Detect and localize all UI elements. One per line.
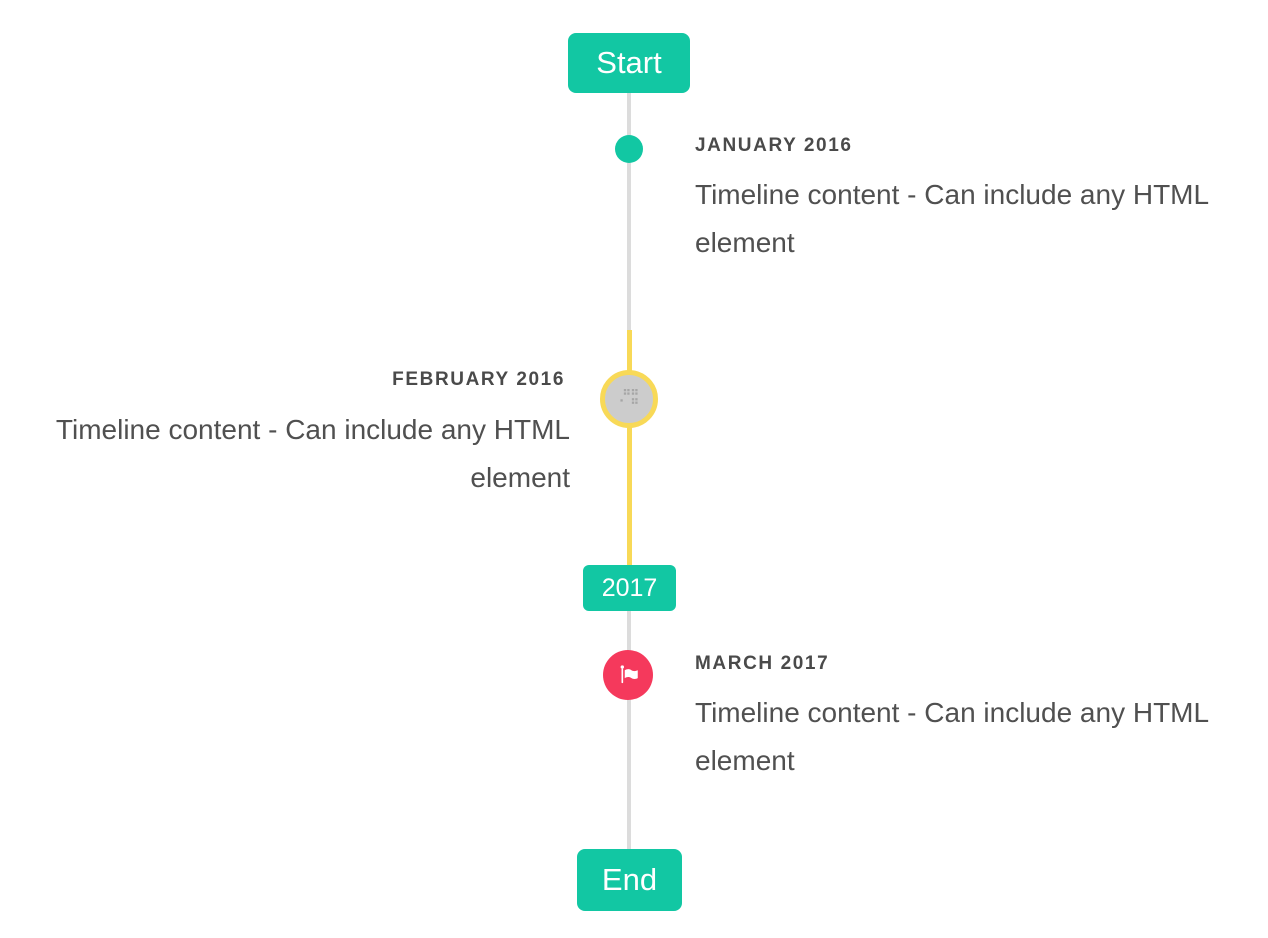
broken-image-icon (619, 388, 639, 410)
timeline-line-highlight-segment (626, 330, 632, 566)
event-flag-bullet[interactable] (603, 650, 653, 700)
event-title-february-2016: FEBRUARY 2016 (392, 369, 565, 390)
event-image-bullet[interactable] (600, 370, 658, 428)
year-2017-badge[interactable]: 2017 (583, 565, 676, 611)
event-content-february-2016: Timeline content - Can include any HTML … (55, 414, 570, 493)
event-title-january-2016: JANUARY 2016 (695, 135, 853, 156)
end-badge[interactable]: End (577, 849, 682, 911)
event-title-march-2017: MARCH 2017 (695, 653, 830, 674)
event-dot-bullet[interactable] (615, 135, 643, 163)
event-content-january-2016: Timeline content - Can include any HTML … (695, 179, 1209, 258)
event-content-march-2017: Timeline content - Can include any HTML … (695, 697, 1209, 776)
flag-icon (615, 662, 641, 688)
start-badge[interactable]: Start (568, 33, 690, 93)
